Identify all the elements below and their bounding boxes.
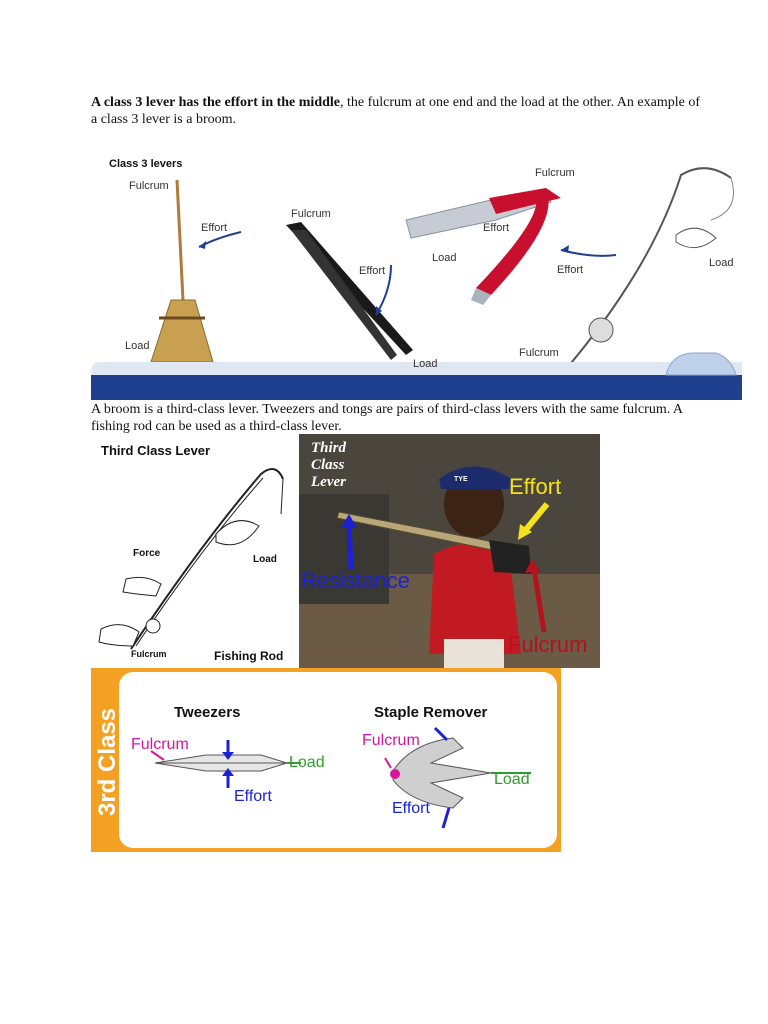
fish-load-label: Load — [253, 554, 277, 565]
tweezers-fulcrum-label: Fulcrum — [131, 736, 189, 753]
summary-paragraph: A broom is a third-class lever. Tweezers… — [91, 402, 683, 434]
fishing-rod-caption: Fishing Rod — [214, 649, 284, 663]
force-label: Force — [133, 548, 161, 559]
rod-fulcrum-top-label: Fulcrum — [535, 167, 575, 179]
fulcrum-label: Fulcrum — [508, 632, 588, 657]
staple-fulcrum-label: Fulcrum — [362, 732, 420, 749]
intro-rest: , the fulcrum at one end and the load at… — [91, 95, 700, 127]
tweezers-title: Tweezers — [174, 704, 241, 721]
fishing-rod-drawing — [98, 468, 284, 650]
baseball-photo-drawing — [299, 434, 600, 668]
intro-paragraph: A class 3 lever has the effort in the mi… — [91, 94, 701, 128]
examples-drawing — [150, 726, 531, 829]
resistance-arrow — [346, 521, 354, 570]
banner-bar — [91, 375, 742, 400]
car-icon — [665, 352, 737, 376]
intro-bold-lead: A class 3 lever has the effort in the mi… — [91, 95, 340, 110]
rod-effort-label: Effort — [557, 264, 584, 276]
rod-fulcrum-bottom-label: Fulcrum — [519, 347, 559, 359]
reel-drawing — [145, 618, 161, 634]
fishing-rod-figure: Third Class Lever Force Load Fulcrum Fis… — [91, 434, 299, 668]
class3-levers-figure: Class 3 levers Fulcrum Effort Load Fulcr… — [91, 150, 742, 400]
fish-drawing — [215, 520, 260, 546]
fig2-title: Third Class Lever — [101, 443, 211, 458]
rod-fulcrum-label: Fulcrum — [131, 649, 167, 659]
rod-reel — [588, 317, 614, 343]
class3-levers-drawing — [91, 167, 742, 400]
resistance-label: Resistance — [301, 568, 410, 593]
fig1-title: Class 3 levers — [109, 158, 183, 170]
effort-label: Effort — [509, 474, 562, 499]
player-helmet — [439, 466, 511, 489]
player-gloves — [489, 540, 531, 574]
staple-load-label: Load — [494, 771, 530, 788]
broom-head — [150, 299, 214, 363]
fish-shape — [675, 227, 717, 249]
fishing-rod-line — [560, 167, 732, 376]
broom-effort-label: Effort — [201, 222, 228, 234]
rod-load-label: Load — [709, 257, 734, 269]
broom-handle — [175, 179, 185, 301]
staple-remover-drawing — [392, 737, 492, 809]
tongs-effort-label: Effort — [483, 222, 510, 234]
broom-fulcrum-label: Fulcrum — [129, 180, 169, 192]
tweezers-fulcrum-label: Fulcrum — [291, 208, 331, 220]
tongs-load-label: Load — [432, 252, 457, 264]
lower-hand — [98, 624, 140, 647]
tweezers-load-label: Load — [413, 358, 438, 370]
staple-remover-title: Staple Remover — [374, 704, 488, 721]
upper-hand — [122, 576, 162, 597]
fulcrum-arrow — [531, 568, 547, 633]
helmet-text: TYE — [454, 476, 468, 483]
broom-load-label: Load — [125, 340, 150, 352]
third-class-examples-figure: 3rd Class Tweezers Fulcrum Load Effort S… — [91, 668, 561, 852]
tweezers-effort-label: Effort — [359, 265, 386, 277]
tweezers-effort-label: Effort — [234, 788, 272, 805]
staple-effort-label: Effort — [392, 800, 430, 817]
tweezers-load-label: Load — [289, 754, 325, 771]
